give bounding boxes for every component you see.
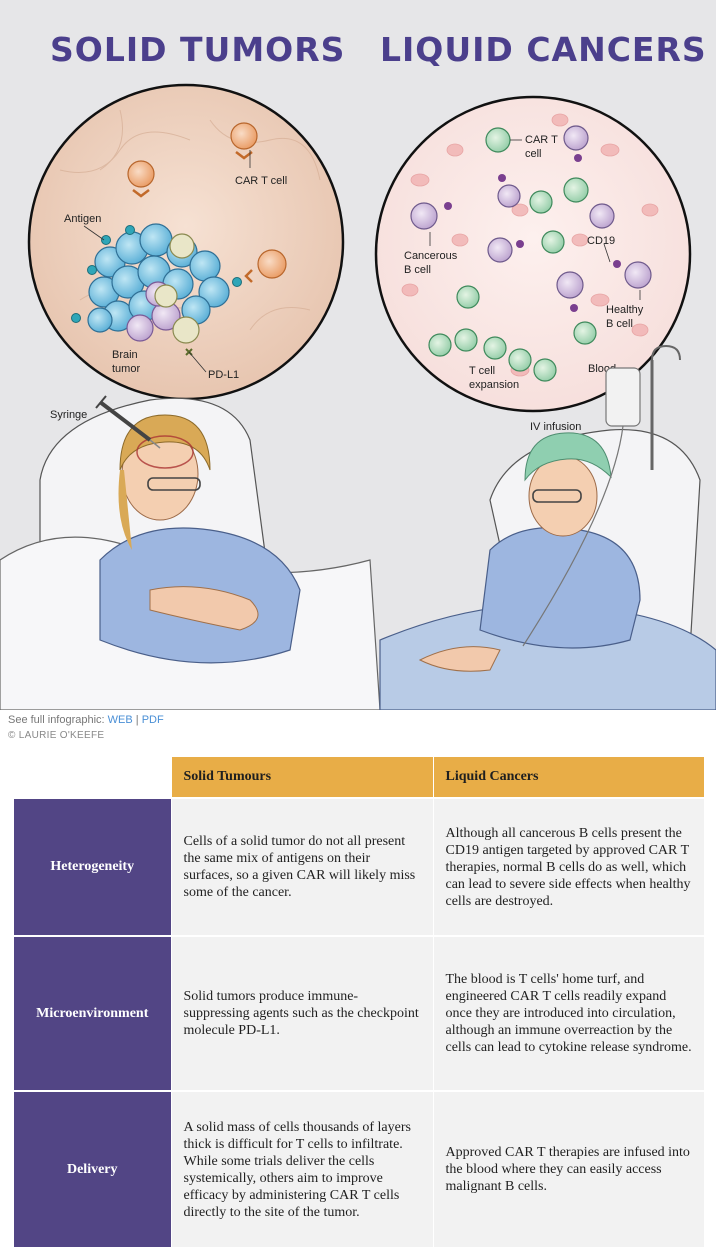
table-cell-solid: Cells of a solid tumor do not all presen… bbox=[170, 797, 433, 936]
car-t-label-line1: CAR T bbox=[525, 134, 558, 146]
column-header-liquid: Liquid Cancers bbox=[432, 757, 704, 798]
row-header-delivery: Delivery bbox=[14, 1090, 171, 1247]
row-header-heterogeneity: Heterogeneity bbox=[14, 797, 171, 936]
liquid-cancer-patient: IV infusion bbox=[379, 344, 716, 710]
table-row: Heterogeneity Cells of a solid tumor do … bbox=[14, 797, 704, 936]
brain-tumor-label-line2: tumor bbox=[112, 363, 140, 375]
iv-infusion-label: IV infusion bbox=[530, 421, 581, 433]
syringe-label: Syringe bbox=[50, 409, 87, 421]
copyright-text: © LAURIE O'KEEFE bbox=[8, 730, 105, 741]
t-cell-expansion-label-line1: T cell bbox=[469, 365, 495, 377]
healthy-b-cell-label-line1: Healthy bbox=[606, 304, 644, 316]
image-credits: See full infographic: WEB | PDF © LAURIE… bbox=[8, 713, 164, 743]
pd-l1-label: PD-L1 bbox=[208, 369, 239, 381]
brain-tumor-label-line1: Brain bbox=[112, 349, 138, 361]
car-t-label-line2: cell bbox=[525, 148, 542, 160]
table-cell-liquid: Although all cancerous B cells present t… bbox=[432, 797, 704, 936]
t-cell-expansion-label-line2: expansion bbox=[469, 379, 519, 391]
antigen-markers bbox=[71, 225, 242, 323]
table-cell-liquid: The blood is T cells' home turf, and eng… bbox=[432, 935, 704, 1091]
row-header-microenvironment: Microenvironment bbox=[14, 935, 171, 1091]
solid-tumors-headline: SOLID TUMORS bbox=[50, 30, 346, 69]
table-header-row: Solid Tumours Liquid Cancers bbox=[14, 757, 704, 798]
credits-separator: | bbox=[132, 714, 142, 726]
antigen-label: Antigen bbox=[64, 213, 101, 225]
comparison-table: Solid Tumours Liquid Cancers Heterogenei… bbox=[14, 757, 704, 1247]
table-corner bbox=[14, 757, 171, 798]
cancerous-b-cell-label-line2: B cell bbox=[404, 264, 431, 276]
web-link[interactable]: WEB bbox=[107, 714, 133, 726]
column-header-solid: Solid Tumours bbox=[170, 757, 433, 798]
b-cells-liquid bbox=[410, 125, 652, 299]
table-row: Delivery A solid mass of cells thousands… bbox=[14, 1090, 704, 1247]
liquid-cancers-headline: LIQUID CANCERS bbox=[380, 30, 707, 69]
liquid-cancer-magnified-view: CAR T cell Cancerous B cell CD19 Healthy… bbox=[374, 95, 692, 413]
brain-tumor-cluster bbox=[87, 223, 230, 344]
table-row: Microenvironment Solid tumors produce im… bbox=[14, 935, 704, 1091]
credits-prefix: See full infographic: bbox=[8, 714, 108, 726]
illustration-art: CAR T cell Antigen Brain tumor PD-L1 bbox=[0, 83, 716, 710]
table-cell-solid: Solid tumors produce immune-suppressing … bbox=[170, 935, 433, 1091]
healthy-b-cell-label-line2: B cell bbox=[606, 318, 633, 330]
car-t-cell-label: CAR T cell bbox=[235, 175, 287, 187]
infographic-illustration: SOLID TUMORS LIQUID CANCERS bbox=[0, 0, 716, 710]
pdf-link[interactable]: PDF bbox=[141, 714, 164, 726]
solid-tumor-patient: Syringe bbox=[0, 395, 381, 710]
table-cell-liquid: Approved CAR T therapies are infused int… bbox=[432, 1090, 704, 1247]
car-t-cells-solid bbox=[127, 122, 287, 283]
cancerous-b-cell-label-line1: Cancerous bbox=[404, 250, 458, 262]
solid-tumor-magnified-view: CAR T cell Antigen Brain tumor PD-L1 bbox=[27, 83, 345, 401]
table-cell-solid: A solid mass of cells thousands of layer… bbox=[170, 1090, 433, 1247]
cd19-label: CD19 bbox=[587, 235, 615, 247]
